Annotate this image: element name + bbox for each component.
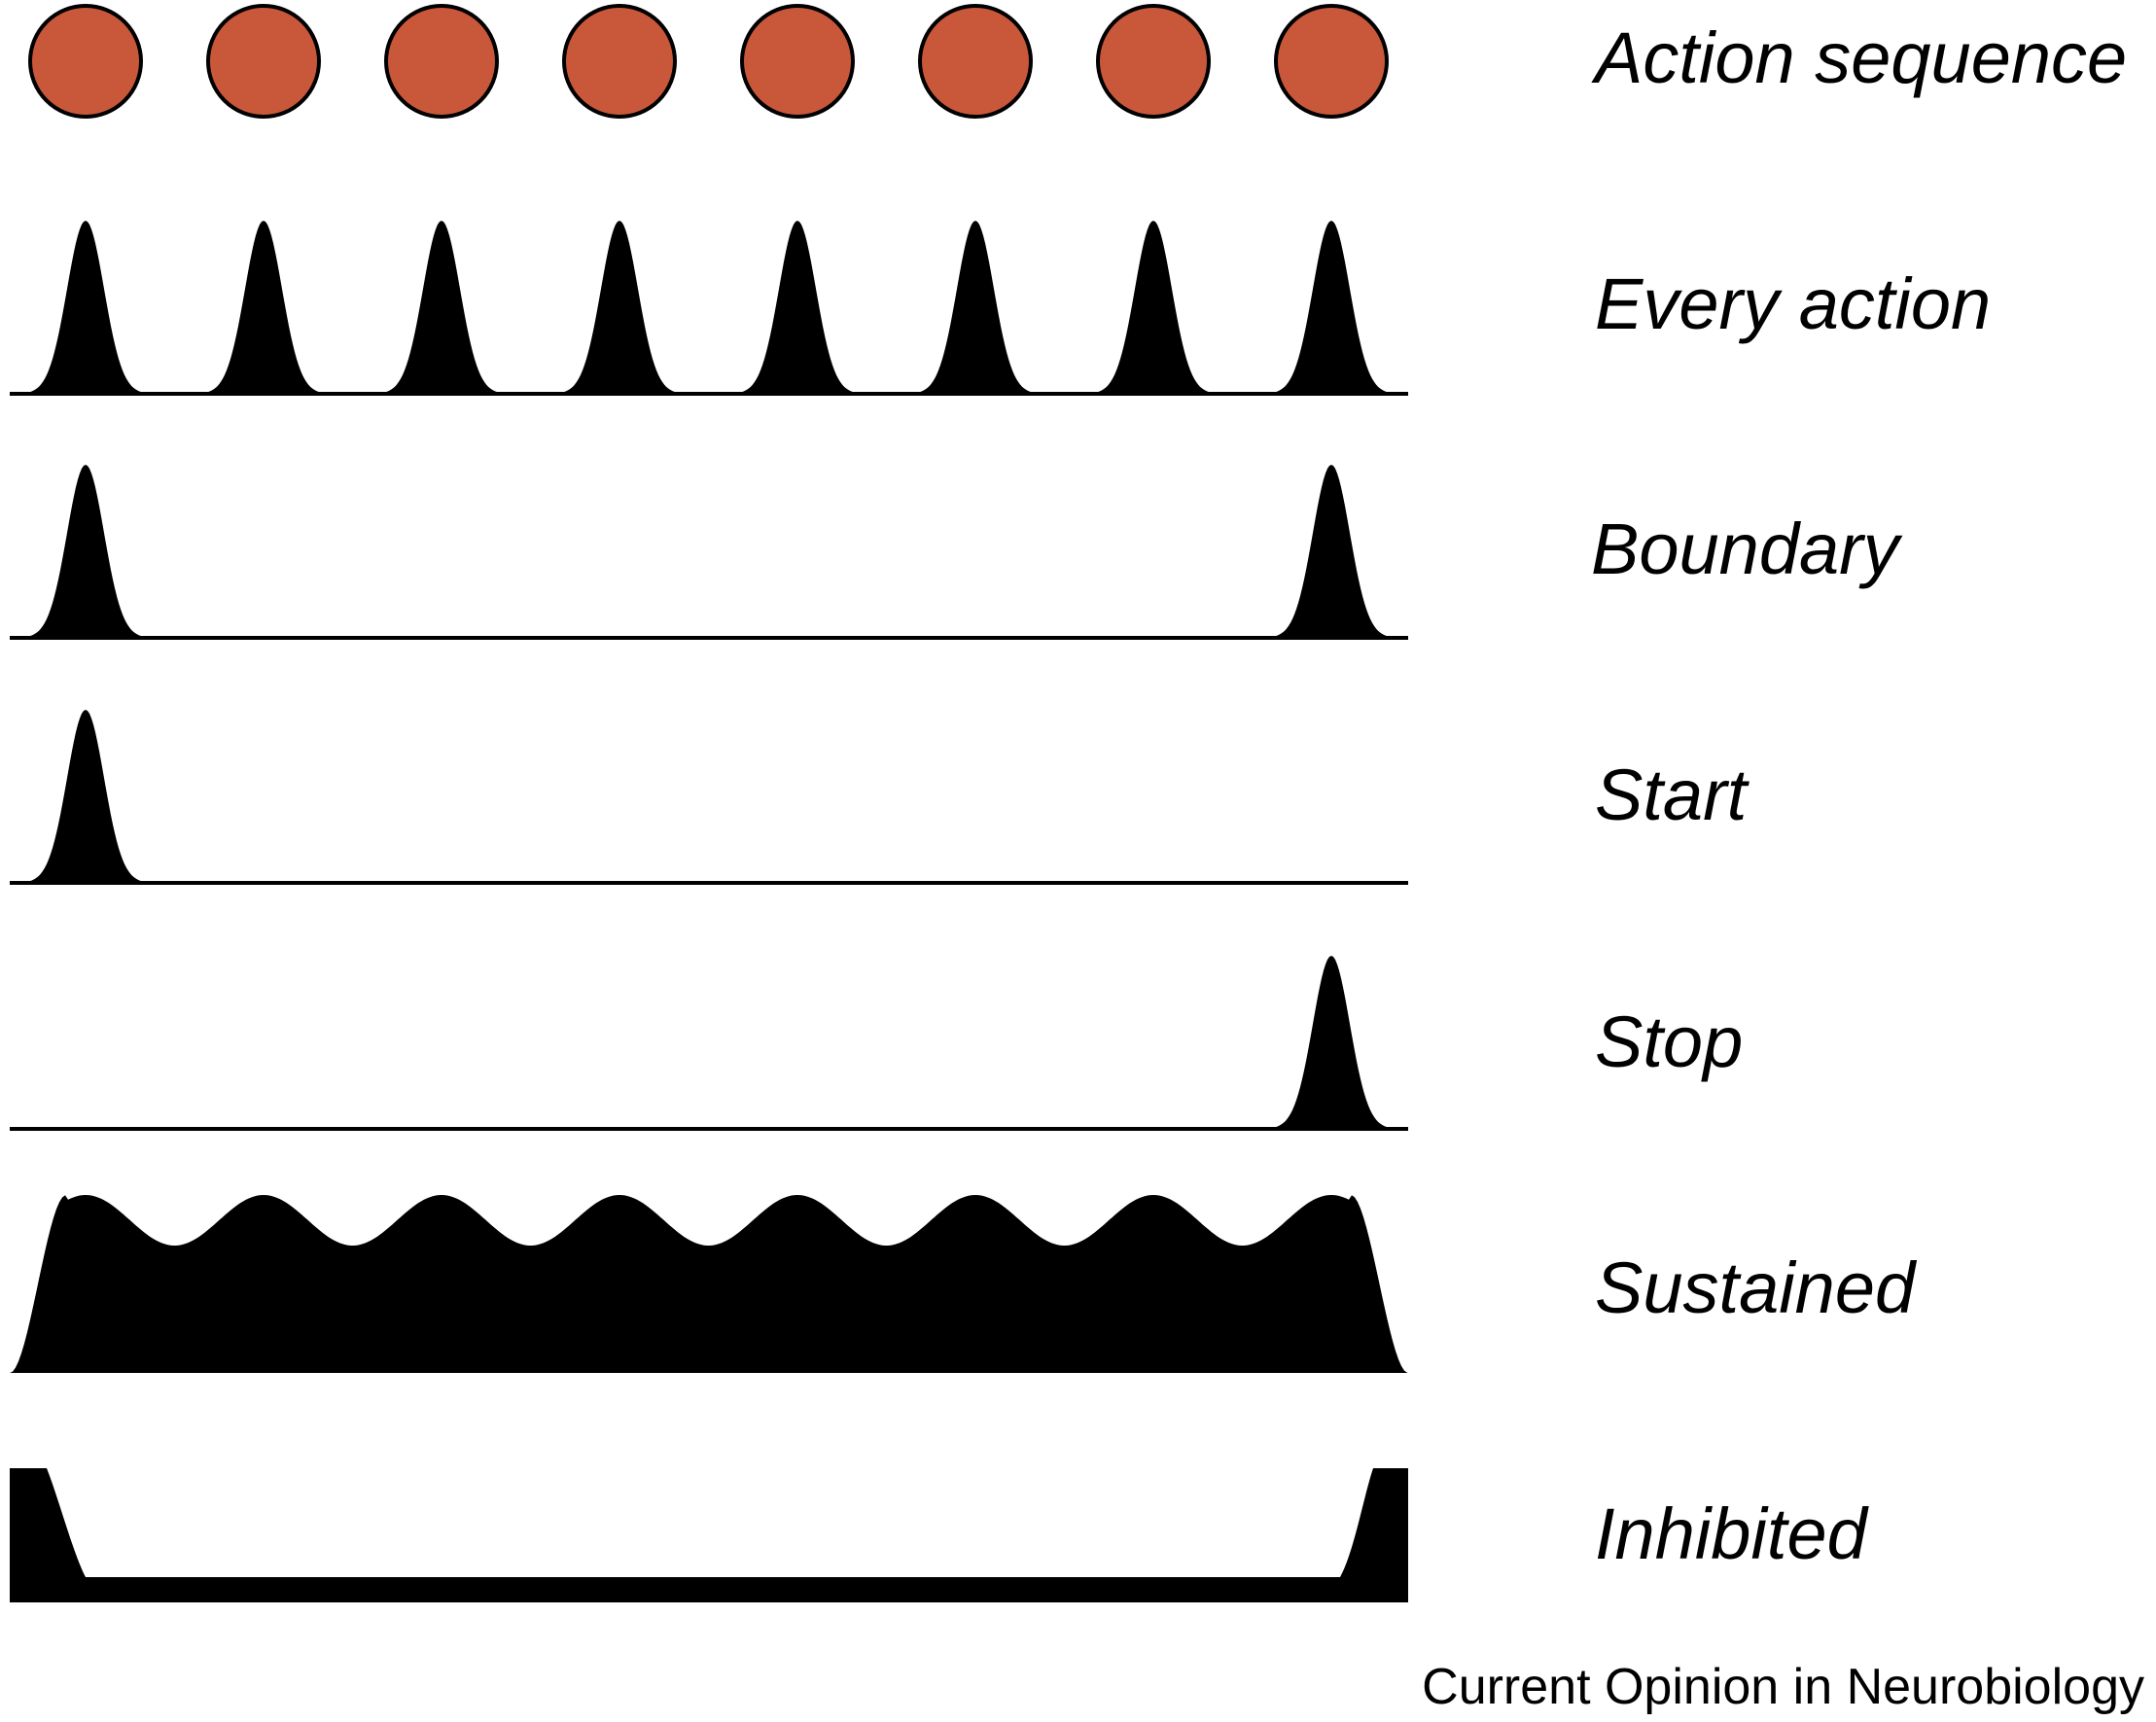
row-label-stop: Stop xyxy=(1595,1002,1743,1082)
action-dot-3 xyxy=(384,4,499,119)
every-action-peak-1 xyxy=(18,221,154,394)
action-dot-6 xyxy=(918,4,1033,119)
action-sequence-label: Action sequence xyxy=(1591,18,2127,98)
action-dot-8 xyxy=(1274,4,1389,119)
row-label-sustained: Sustained xyxy=(1595,1248,1918,1328)
every-action-peak-3 xyxy=(373,221,510,394)
row-label-boundary: Boundary xyxy=(1591,509,1903,589)
start-peak-1 xyxy=(18,710,154,883)
row-label-start: Start xyxy=(1595,755,1750,835)
boundary-peak-1 xyxy=(18,465,154,638)
action-dot-5 xyxy=(740,4,855,119)
every-action-peak-5 xyxy=(729,221,866,394)
action-dot-7 xyxy=(1096,4,1211,119)
action-dot-4 xyxy=(562,4,677,119)
inhibited-activity-trace xyxy=(10,1468,1408,1602)
journal-source-credit: Current Opinion in Neurobiology xyxy=(1422,1659,2144,1715)
action-dot-2 xyxy=(206,4,321,119)
every-action-peak-8 xyxy=(1263,221,1399,394)
every-action-peak-2 xyxy=(195,221,332,394)
boundary-peak-8 xyxy=(1263,465,1399,638)
sustained-activity-trace xyxy=(10,1195,1408,1373)
row-label-every-action: Every action xyxy=(1595,264,1991,344)
action-dot-1 xyxy=(28,4,143,119)
every-action-peak-6 xyxy=(907,221,1043,394)
activity-traces xyxy=(10,221,1408,1602)
every-action-peak-7 xyxy=(1085,221,1221,394)
every-action-peak-4 xyxy=(551,221,688,394)
stop-peak-8 xyxy=(1263,956,1399,1129)
action-sequence-dots xyxy=(28,4,1389,119)
row-label-inhibited: Inhibited xyxy=(1595,1494,1870,1574)
